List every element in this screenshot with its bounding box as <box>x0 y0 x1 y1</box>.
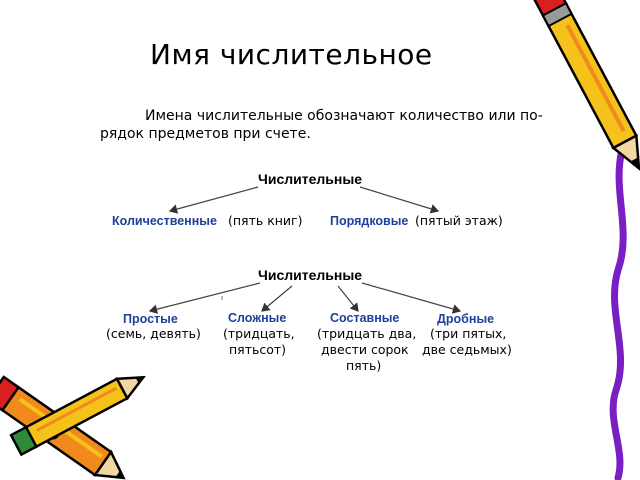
example-slozhnye-line-1: (тридцать, <box>223 326 295 341</box>
example-prostye-line-1: (семь, девять) <box>106 326 201 341</box>
example-kolichestvennye: (пять книг) <box>228 213 303 228</box>
intro-line-2: рядок предметов при счете. <box>100 126 311 142</box>
category-poryadkovye: Порядковые <box>330 214 409 228</box>
diagram2-root-label: Числительные <box>258 267 363 283</box>
arrow-to-drobnye <box>361 282 462 314</box>
arrow-to-sostavnye <box>337 285 359 312</box>
example-sostavnye-line-3: пять) <box>346 358 382 373</box>
slide-title: Имя числительное <box>150 38 433 71</box>
arrow-to-prostye <box>148 282 261 314</box>
diagram1-root-label: Числительные <box>258 171 363 187</box>
example-drobnye-line-2: две седьмых) <box>422 342 512 357</box>
category-sostavnye: Составные <box>330 311 400 325</box>
arrow-to-kolichestvennye <box>168 186 259 214</box>
category-slozhnye: Сложные <box>228 311 287 325</box>
example-drobnye-line-1: (три пятых, <box>430 326 507 341</box>
arrow-to-poryadkovye <box>359 186 440 214</box>
example-sostavnye-line-2: двести сорок <box>321 342 409 357</box>
arrow-to-slozhnye <box>261 285 293 312</box>
category-kolichestvennye: Количественные <box>112 214 217 228</box>
example-sostavnye-line-1: (тридцать два, <box>317 326 417 341</box>
example-poryadkovye: (пятый этаж) <box>415 213 503 228</box>
intro-line-1: Имена числительные обозначают количество… <box>145 108 543 124</box>
category-prostye: Простые <box>123 312 178 326</box>
example-slozhnye-line-2: пятьсот) <box>229 342 287 357</box>
category-drobnye: Дробные <box>437 312 495 326</box>
